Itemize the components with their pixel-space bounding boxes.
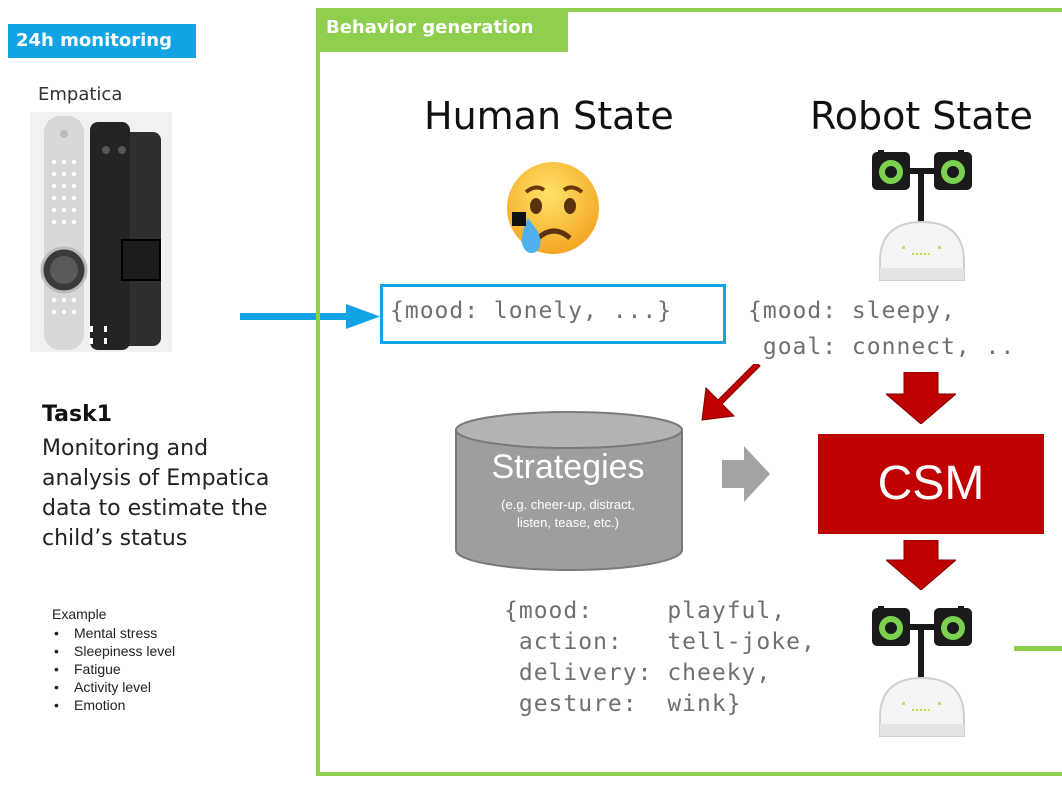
robot-state-title: Robot State bbox=[810, 94, 1033, 138]
red-down-arrow-icon bbox=[886, 372, 956, 424]
human-mood-text: {mood: lonely, ...} bbox=[390, 298, 673, 324]
red-diagonal-arrow-icon bbox=[701, 364, 761, 421]
strategies-subtitle-1: (e.g. cheer-up, distract, bbox=[501, 497, 635, 512]
input-arrow-icon bbox=[240, 304, 380, 329]
crying-face-icon bbox=[507, 162, 599, 254]
output-line-2: action: tell-joke, bbox=[504, 629, 816, 655]
empatica-watch-image bbox=[30, 112, 172, 352]
robot-icon bbox=[872, 150, 972, 281]
robot-state-line-1: {mood: sleepy, bbox=[748, 298, 956, 324]
human-mood-box bbox=[380, 284, 726, 344]
output-line-1: {mood: playful, bbox=[504, 598, 787, 624]
device-label: Empatica bbox=[38, 84, 123, 105]
strategies-title: Strategies bbox=[491, 448, 645, 486]
example-title: Example bbox=[52, 606, 107, 622]
list-item: Emotion bbox=[52, 696, 175, 714]
output-line-4: gesture: wink} bbox=[504, 691, 742, 717]
strategies-cylinder bbox=[455, 411, 683, 571]
robot-icon bbox=[872, 606, 972, 737]
robot-state-line-2: goal: connect, .. bbox=[748, 334, 1016, 360]
strategies-subtitle-2: listen, tease, etc.) bbox=[517, 515, 619, 530]
list-item: Activity level bbox=[52, 678, 175, 696]
output-line-3: delivery: cheeky, bbox=[504, 660, 772, 686]
task-description: Monitoring and analysis of Empatica data… bbox=[42, 436, 270, 551]
behavior-badge: Behavior generation bbox=[316, 8, 568, 52]
red-down-arrow-icon bbox=[886, 540, 956, 590]
task-title: Task1 bbox=[42, 402, 113, 427]
list-item: Mental stress bbox=[52, 624, 175, 642]
list-item: Fatigue bbox=[52, 660, 175, 678]
green-output-connector bbox=[1014, 646, 1062, 651]
csm-box: CSM bbox=[818, 434, 1044, 534]
example-list: Mental stress Sleepiness level Fatigue A… bbox=[52, 624, 175, 714]
behavior-frame bbox=[316, 8, 1062, 776]
monitoring-badge: 24h monitoring bbox=[8, 24, 196, 58]
list-item: Sleepiness level bbox=[52, 642, 175, 660]
gray-right-arrow-icon bbox=[722, 446, 770, 502]
human-state-title: Human State bbox=[424, 94, 674, 138]
